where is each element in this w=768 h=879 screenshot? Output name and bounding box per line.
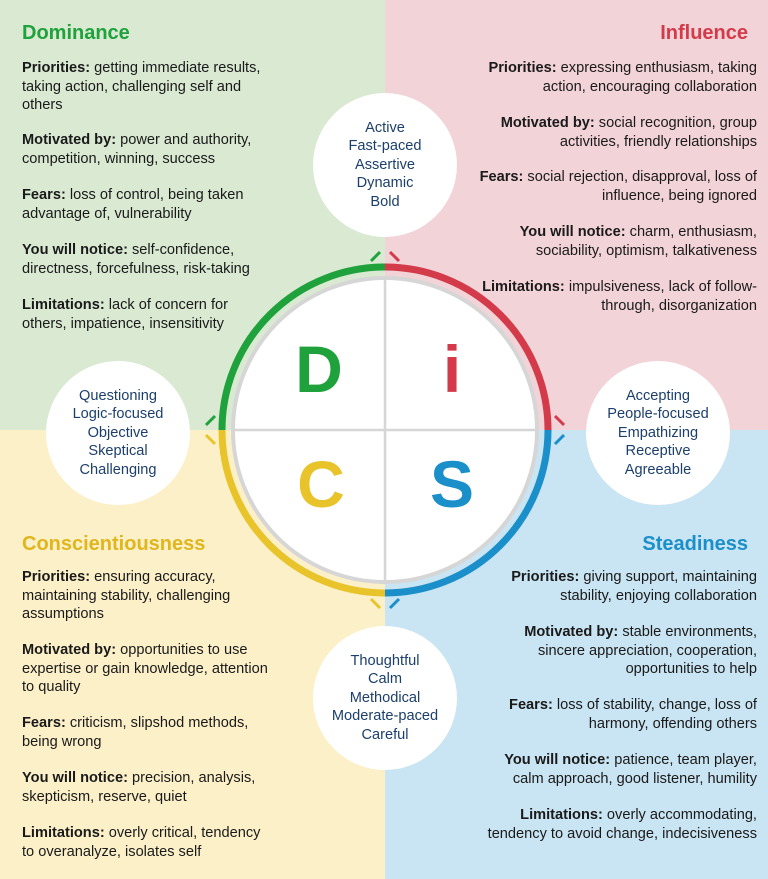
influence-priorities: Priorities: expressing enthusiasm, takin… [488,60,758,95]
conscientiousness-you-will-notice: You will notice: precision, analysis, sk… [22,770,256,805]
dominance-you-will-notice: You will notice: self-confidence, direct… [22,242,250,277]
trait: Logic-focused [72,406,164,423]
dominance-fears: Fears: loss of control, being taken adva… [22,187,244,222]
trait: Empathizing [617,424,699,441]
dominance-traits-bubble: Questioning Logic-focused Objective Skep… [46,361,190,505]
trait: Active [365,119,405,136]
trait: Objective [87,424,149,441]
trait: Dynamic [356,175,414,192]
letter-i: i [442,332,462,406]
steadiness-traits-bubble: Accepting People-focused Empathizing Rec… [586,361,730,505]
steadiness-motivated-by: Motivated by: stable environments, since… [524,624,757,677]
steadiness-priorities: Priorities: giving support, maintaining … [511,569,757,604]
conscientiousness-title: Conscientiousness [22,533,206,555]
steadiness-title: Steadiness [642,533,748,555]
trait: Moderate-paced [331,708,439,725]
trait: Skeptical [88,443,148,460]
trait: Calm [367,671,403,688]
trait: Thoughtful [350,652,420,669]
influence-fears: Fears: social rejection, disapproval, lo… [479,169,757,204]
trait: Challenging [79,461,157,478]
conscientiousness-priorities: Priorities: ensuring accuracy, maintaini… [22,569,231,622]
letter-d: D [295,332,343,406]
influence-you-will-notice: You will notice: charm, enthusiasm, soci… [519,224,757,259]
conscientiousness-fears: Fears: criticism, slipshod methods, bein… [22,715,249,750]
dominance-motivated-by: Motivated by: power and authority, compe… [22,132,252,167]
trait: Accepting [625,387,691,404]
conscientiousness-motivated-by: Motivated by: opportunities to use exper… [22,642,268,695]
trait: Bold [370,193,400,210]
dominance-quadrant: Dominance Priorities: getting immediate … [0,0,385,430]
steadiness-you-will-notice: You will notice: patience, team player, … [504,752,757,787]
steadiness-quadrant: Steadiness Priorities: giving support, m… [385,430,768,879]
conscientiousness-limitations: Limitations: overly critical, tendency t… [22,825,261,860]
conscientiousness-traits-bubble: Thoughtful Calm Methodical Moderate-pace… [313,626,457,770]
trait: Receptive [625,443,691,460]
dominance-title: Dominance [22,22,130,44]
letter-c: C [297,447,345,521]
influence-limitations: Limitations: impulsiveness, lack of foll… [482,279,757,314]
influence-traits-bubble: Active Fast-paced Assertive Dynamic Bold [313,93,457,237]
letter-s: S [429,447,475,521]
influence-motivated-by: Motivated by: social recognition, group … [500,115,757,150]
trait: People-focused [607,406,709,423]
trait: Methodical [349,689,421,706]
trait: Agreeable [624,461,692,478]
influence-title: Influence [660,22,748,44]
dominance-priorities: Priorities: getting immediate results, t… [22,60,261,113]
trait: Careful [361,726,409,743]
dominance-limitations: Limitations: lack of concern for others,… [22,297,228,332]
trait: Questioning [79,387,157,404]
trait: Fast-paced [348,138,422,155]
steadiness-fears: Fears: loss of stability, change, loss o… [509,697,757,732]
steadiness-limitations: Limitations: overly accommodating, tende… [487,807,757,842]
trait: Assertive [354,156,415,173]
